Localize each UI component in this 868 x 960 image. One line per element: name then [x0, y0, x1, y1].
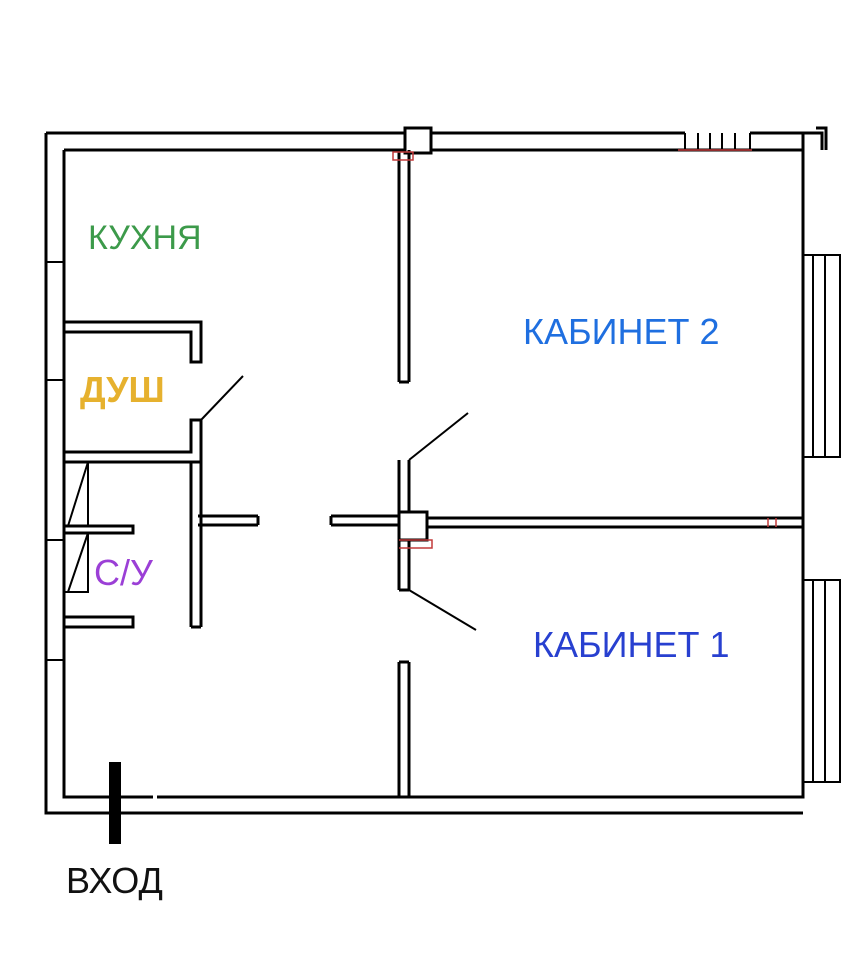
door-swing-shower [200, 375, 244, 421]
wc-wall-top [64, 524, 135, 535]
entrance-label: ВХОД [66, 860, 163, 901]
room-label-office-1: КАБИНЕТ 1 [533, 624, 730, 665]
marker-top [392, 151, 414, 161]
wc-fixture-lower [64, 532, 89, 593]
door-swings [200, 375, 477, 631]
outer-walls [44, 126, 841, 815]
corner-notch [801, 126, 828, 150]
cabinet-divider [427, 516, 803, 529]
interior-walls [63, 150, 803, 797]
entrance-door-marker [109, 762, 121, 844]
left-wall-ticks [46, 261, 64, 661]
partition-lower [397, 660, 411, 797]
room-label-shower: ДУШ [80, 369, 165, 410]
room-label-office-2: КАБИНЕТ 2 [523, 311, 720, 352]
top-pillar [403, 126, 433, 155]
room-label-wc: С/У [94, 552, 154, 593]
room-label-kitchen: КУХНЯ [88, 219, 202, 257]
right-window-lower [803, 579, 841, 783]
right-window-upper [803, 254, 841, 458]
partition-upper [397, 150, 411, 384]
outer-wall-outer-line [44, 131, 824, 815]
shower-wall-top [64, 320, 203, 364]
door-swing-cabinet-1 [408, 589, 477, 631]
red-markers [392, 149, 777, 549]
hall-wall-stub-right [329, 514, 399, 527]
door-swing-cabinet-2 [408, 412, 469, 461]
marker-divider [767, 518, 777, 527]
wc-fixture-upper [63, 461, 89, 527]
wc-wall-bottom [64, 615, 135, 629]
marker-pillar [399, 539, 433, 549]
top-window [684, 133, 751, 150]
hall-wall-stub-left [198, 514, 260, 527]
bathroom-wall-right [189, 462, 203, 629]
shower-wall-bottom [64, 418, 203, 464]
central-pillar [397, 510, 429, 542]
